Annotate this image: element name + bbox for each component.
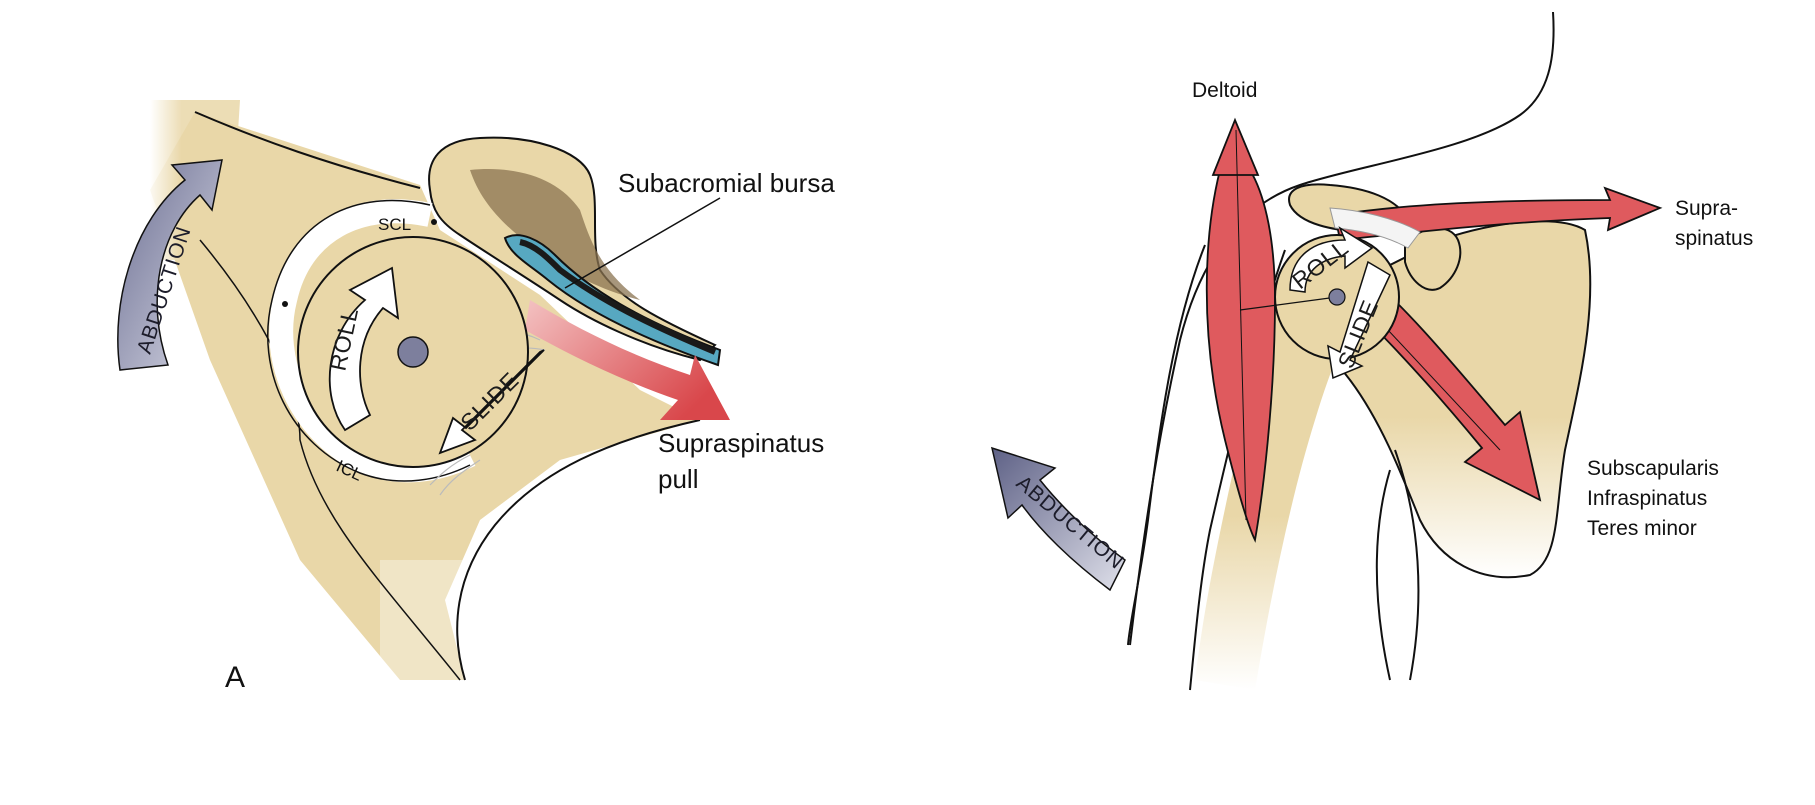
bone-fade-bottom: [380, 560, 520, 690]
supraspinatus-pull-label-1: Supraspinatus: [658, 428, 824, 458]
panel-b: ROLL SLIDE ABDUCTION Deltoid Supra- spin…: [990, 11, 1753, 691]
panel-letter-a: A: [225, 661, 245, 694]
humeral-head-center-b: [1328, 288, 1346, 306]
cuff-label-1: Subscapularis: [1587, 457, 1719, 480]
roll-arrow-a: [328, 266, 400, 432]
abduction-arrow-b: [990, 446, 1126, 592]
acromion-shadow: [470, 169, 640, 300]
slide-arrow-b: [1327, 260, 1391, 380]
deltoid-muscle: [1205, 169, 1276, 543]
supraspinatus-pull-arrow: [525, 300, 730, 420]
supraspinatus-label-2: spinatus: [1675, 227, 1753, 250]
abduction-label-b: ABDUCTION: [1012, 471, 1128, 574]
deltoid-arrow-head: [1211, 117, 1260, 176]
slide-arrow-a: [438, 349, 545, 455]
abduction-arrow-a: [117, 159, 223, 371]
humerus-shaft-b: [1195, 255, 1360, 690]
scl-marker: [431, 219, 437, 225]
deltoid-label: Deltoid: [1192, 79, 1257, 102]
scapula-outline-left: [199, 239, 461, 681]
moment-arm-line: [1239, 296, 1338, 311]
bursa-label: Subacromial bursa: [618, 168, 835, 198]
capsule-outline-outer: [267, 199, 471, 482]
scapula-outline-lower: [456, 419, 701, 681]
deltoid-fiber: [1235, 129, 1247, 521]
scl-label: SCL: [378, 215, 411, 234]
torso-outline-left: [1127, 244, 1206, 646]
supraspinatus-tendon: [1329, 207, 1421, 249]
roll-arrow-b: [1289, 226, 1374, 293]
arm-outline-right: [1375, 449, 1420, 681]
joint-capsule: [269, 199, 476, 483]
panel-a: ROLL SLIDE ABDUCTION SCL ICL Subacromial…: [117, 100, 835, 694]
icl-marker: [282, 301, 288, 307]
scapula-outline-top: [194, 111, 421, 189]
supraspinatus-pull-label-2: pull: [658, 464, 698, 494]
bursa-leader-line: [564, 197, 721, 289]
supraspinatus-label-1: Supra-: [1675, 197, 1738, 220]
humeral-head-center-a: [397, 336, 429, 368]
bursa-inner: [519, 239, 717, 355]
cuff-label-2: Infraspinatus: [1587, 487, 1707, 510]
cuff-label-3: Teres minor: [1587, 517, 1697, 540]
